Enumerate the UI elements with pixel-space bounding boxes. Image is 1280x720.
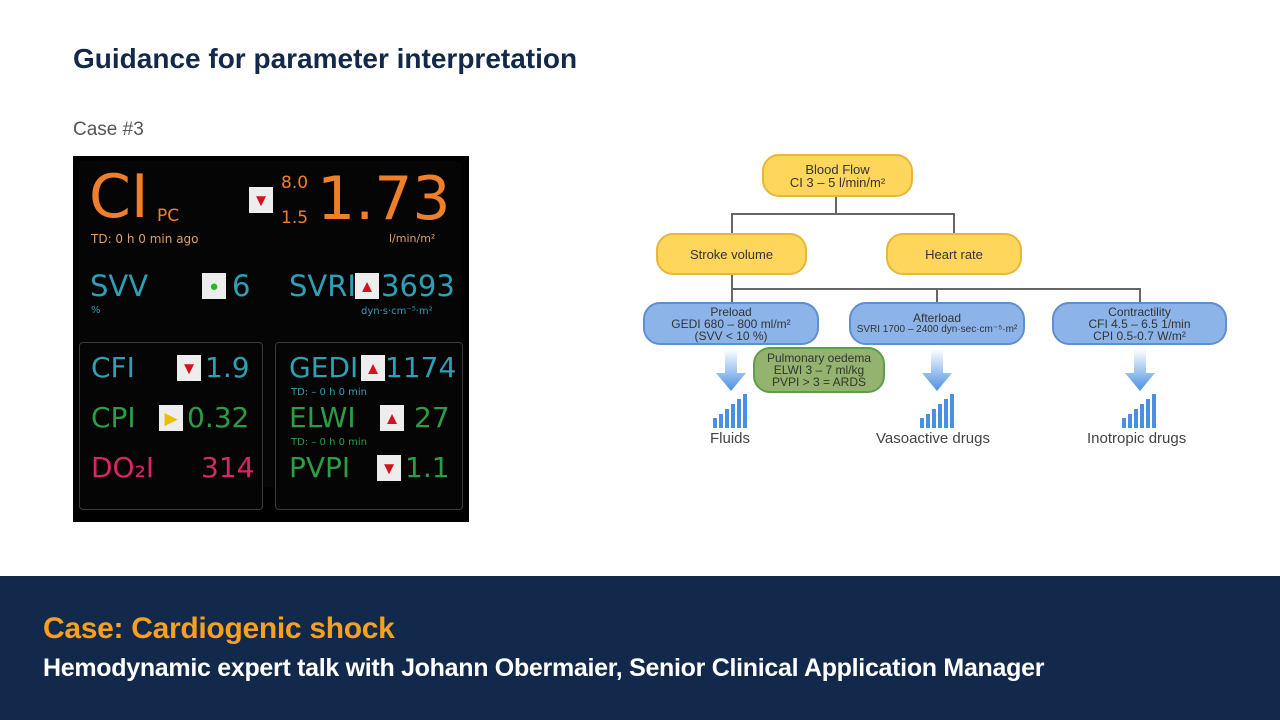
- ci-sublabel: PC: [157, 206, 180, 226]
- svri-trend-up-icon: ▲: [355, 273, 379, 299]
- gedi-value: 1174: [385, 351, 457, 384]
- arrow-down-icon: [1125, 349, 1155, 391]
- contractility-title: Contractility: [1108, 304, 1171, 319]
- cfi-trend-down-icon: ▼: [177, 355, 201, 381]
- gedi-label: GEDI: [289, 351, 359, 384]
- afterload-title: Afterload: [912, 310, 962, 325]
- svri-label: SVRI: [289, 269, 356, 303]
- case-title: Case: Cardiogenic shock: [43, 612, 395, 645]
- dose-bars-icon: [713, 394, 747, 428]
- stroke-volume-label: Stroke volume: [689, 246, 774, 262]
- gedi-trend-up-icon: ▲: [361, 355, 385, 381]
- contractility-cfi-range: CFI 4.5 – 6.5 1/min: [1088, 316, 1191, 331]
- pulmonary-oedema-node: Pulmonary oedema ELWI 3 – 7 ml/kg PVPI >…: [753, 347, 885, 393]
- case-label: Case #3: [73, 119, 144, 140]
- contractility-node: Contractility CFI 4.5 – 6.5 1/min CPI 0.…: [1052, 302, 1227, 345]
- connector: [731, 213, 733, 235]
- ci-unit: l/min/m²: [389, 232, 436, 245]
- svv-unit: %: [91, 305, 101, 316]
- ci-lower-limit: 1.5: [281, 208, 309, 228]
- ci-upper-limit: 8.0: [281, 173, 309, 193]
- svri-unit: dyn·s·cm⁻⁵·m²: [361, 306, 433, 317]
- pvpi-value: 1.1: [405, 451, 450, 484]
- cfi-label: CFI: [91, 351, 135, 384]
- ci-label: CI: [89, 162, 149, 232]
- inotropic-drugs-label: Inotropic drugs: [1087, 430, 1187, 447]
- slide-title: Guidance for parameter interpretation: [73, 43, 578, 74]
- ci-value: 1.73: [317, 164, 451, 234]
- contractility-cpi-range: CPI 0.5-0.7 W/m²: [1093, 328, 1186, 343]
- ci-td-text: TD: 0 h 0 min ago: [91, 232, 199, 246]
- elwi-trend-up-icon: ▲: [380, 405, 404, 431]
- do2i-label: DO₂I: [91, 451, 155, 484]
- do2i-value: 314: [201, 451, 255, 484]
- vasoactive-drugs-label: Vasoactive drugs: [876, 430, 990, 447]
- footer-banner: Case: Cardiogenic shock Hemodynamic expe…: [0, 576, 1280, 720]
- blood-flow-node: Blood Flow CI 3 – 5 l/min/m²: [762, 154, 913, 197]
- arrow-down-icon: [716, 349, 746, 391]
- arrow-down-icon: [922, 349, 952, 391]
- hemodynamic-monitor: CI PC TD: 0 h 0 min ago ▼ 8.0 1.5 1.73 l…: [73, 156, 469, 522]
- cpi-label: CPI: [91, 401, 136, 434]
- connector: [953, 213, 955, 235]
- svv-label: SVV: [90, 269, 149, 303]
- elwi-td-text: TD: – 0 h 0 min: [291, 437, 367, 448]
- pvpi-label: PVPI: [289, 451, 351, 484]
- cpi-trend-sideways-icon: ▶: [159, 405, 183, 431]
- elwi-value: 27: [414, 401, 450, 434]
- blood-flow-title: Blood Flow: [805, 161, 870, 177]
- dose-bars-icon: [920, 394, 954, 428]
- heart-rate-label: Heart rate: [925, 246, 983, 262]
- pulmonary-oedema-title: Pulmonary oedema: [766, 351, 872, 365]
- heart-rate-node: Heart rate: [886, 233, 1022, 275]
- preload-svv-range: (SVV < 10 %): [694, 328, 768, 343]
- talk-subtitle: Hemodynamic expert talk with Johann Ober…: [43, 654, 1045, 682]
- connector: [835, 196, 837, 214]
- blood-flow-range: CI 3 – 5 l/min/m²: [789, 174, 886, 190]
- connector: [731, 288, 733, 304]
- elwi-label: ELWI: [289, 401, 356, 434]
- svv-normal-icon: ●: [202, 273, 226, 299]
- stroke-volume-node: Stroke volume: [656, 233, 807, 275]
- ci-trend-down-icon: ▼: [249, 187, 273, 213]
- preload-title: Preload: [710, 304, 752, 319]
- preload-node: Preload GEDI 680 – 800 ml/m² (SVV < 10 %…: [643, 302, 819, 345]
- connector: [936, 288, 938, 304]
- cpi-value: 0.32: [187, 401, 250, 434]
- pulmonary-pvpi-ards: PVPI > 3 = ARDS: [771, 375, 867, 389]
- gedi-td-text: TD: – 0 h 0 min: [291, 387, 367, 398]
- afterload-node: Afterload SVRI 1700 – 2400 dyn·sec·cm⁻⁵·…: [849, 302, 1025, 345]
- afterload-svri-range: SVRI 1700 – 2400 dyn·sec·cm⁻⁵·m²: [856, 323, 1018, 335]
- dose-bars-icon: [1122, 394, 1156, 428]
- cfi-value: 1.9: [205, 351, 250, 384]
- connector: [731, 213, 955, 215]
- connector: [731, 275, 733, 289]
- svv-value: 6: [232, 269, 251, 303]
- fluids-label: Fluids: [710, 430, 751, 447]
- pvpi-trend-down-icon: ▼: [377, 455, 401, 481]
- pulmonary-elwi-range: ELWI 3 – 7 ml/kg: [773, 363, 865, 377]
- preload-gedi-range: GEDI 680 – 800 ml/m²: [671, 316, 791, 331]
- connector: [1139, 288, 1141, 304]
- svri-value: 3693: [381, 269, 455, 303]
